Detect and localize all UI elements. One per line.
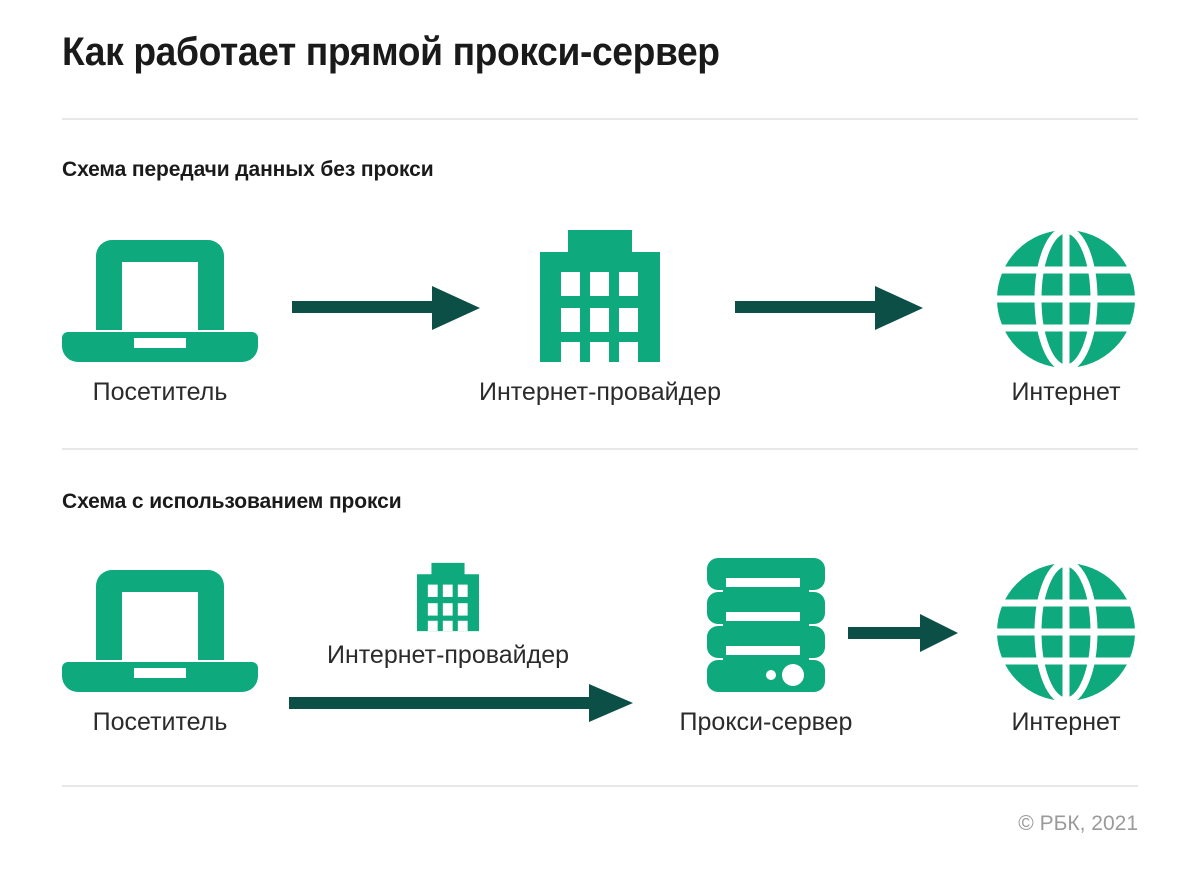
node-label-internet-2: Интернет (1011, 708, 1121, 736)
node-label-proxy: Прокси-сервер (679, 708, 853, 736)
building-icon (540, 230, 660, 362)
node-label-visitor-1: Посетитель (92, 378, 228, 406)
section-heading-without-proxy: Схема передачи данных без прокси (62, 158, 434, 181)
arrow-isp-to-internet (735, 286, 923, 330)
section-heading-with-proxy: Схема с использованием прокси (62, 490, 402, 513)
node-label-internet-1: Интернет (1011, 378, 1121, 406)
building-icon-small (417, 562, 479, 632)
divider-top (62, 118, 1138, 120)
node-label-isp-1: Интернет-провайдер (478, 378, 722, 406)
arrow-visitor-to-isp (292, 286, 480, 330)
server-icon (707, 558, 825, 692)
laptop-icon (62, 570, 258, 692)
arrow-proxy-to-internet (848, 614, 958, 652)
divider-bottom (62, 785, 1138, 787)
divider-middle (62, 448, 1138, 450)
node-label-isp-2: Интернет-провайдер (326, 641, 570, 669)
copyright-credit: © РБК, 2021 (1018, 812, 1138, 835)
laptop-icon (62, 240, 258, 362)
globe-icon (997, 230, 1135, 368)
node-label-visitor-2: Посетитель (92, 708, 228, 736)
globe-icon (997, 563, 1135, 701)
page-title: Как работает прямой прокси-сервер (62, 30, 720, 74)
arrow-visitor-to-proxy (289, 684, 633, 722)
